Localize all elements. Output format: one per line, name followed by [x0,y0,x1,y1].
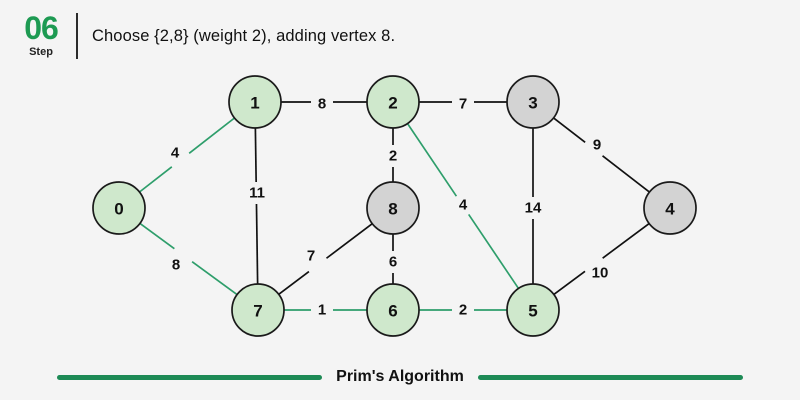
node-label-8: 8 [388,200,397,219]
graph-edge-3-4 [553,117,586,144]
node-label-6: 6 [388,302,397,321]
step-header: 06 Step Choose {2,8} (weight 2), adding … [0,0,800,72]
step-label: Step [29,45,53,58]
footer-rule-right [477,374,743,380]
node-circle-8[interactable] [366,181,420,235]
edge-weight-2-8: 2 [389,148,397,165]
node-label-0: 0 [114,200,123,219]
graph-node-1[interactable]: 1 [228,75,282,129]
graph-node-4[interactable]: 4 [643,181,697,235]
graph-node-3[interactable]: 3 [506,75,560,129]
graph-node-5[interactable]: 5 [506,283,560,337]
edge-weight-3-4: 9 [593,137,601,154]
graph-edge-7-8 [278,270,310,296]
edge-weight-4-5: 10 [592,265,609,282]
node-circle-5[interactable] [506,283,560,337]
edge-weight-7-8: 7 [307,248,315,265]
graph-edge-0-7 [191,260,238,296]
node-circle-4[interactable] [643,181,697,235]
graph-canvas: 4 8 8 11 7 2 4 9 14 10 7 1 6 2 0 1 2 3 4 5 6 7 8 [0,60,800,350]
node-circle-3[interactable] [506,75,560,129]
edge-weight-2-5: 4 [459,197,468,214]
graph-edge-4-5 [602,222,650,259]
graph-svg: 4 8 8 11 7 2 4 9 14 10 7 1 6 2 0 1 2 3 4 5 6 7 8 [92,75,697,337]
node-label-5: 5 [528,302,537,321]
node-circle-2[interactable] [366,75,420,129]
footer-rule-left [57,374,323,380]
node-label-2: 2 [388,94,397,113]
graph-edge-7-8 [325,222,373,259]
graph-edge-3-4 [602,155,650,193]
edge-weight-7-6: 1 [318,302,326,319]
edge-weight-6-5: 2 [459,302,467,319]
node-circle-0[interactable] [92,181,146,235]
edge-weights-layer: 4 8 8 11 7 2 4 9 14 10 7 1 6 2 [171,96,609,319]
graph-edge-2-5 [467,213,520,289]
graph-edge-2-5 [406,123,458,197]
graph-node-7[interactable]: 7 [231,283,285,337]
graph-node-2[interactable]: 2 [366,75,420,129]
node-label-1: 1 [250,94,259,113]
edge-weight-1-7: 11 [249,185,265,202]
node-label-7: 7 [253,302,262,321]
graph-edge-0-1 [188,117,236,154]
node-circle-7[interactable] [231,283,285,337]
edge-weight-3-5: 14 [525,200,542,217]
graph-node-6[interactable]: 6 [366,283,420,337]
edge-weight-0-1: 4 [171,145,180,162]
node-label-3: 3 [528,94,537,113]
graph-edge-1-7 [255,203,259,285]
edge-weight-0-7: 8 [172,257,180,274]
footer-title: Prim's Algorithm [336,368,464,385]
graph-node-0[interactable]: 0 [92,181,146,235]
graph-edge-0-7 [139,222,175,250]
header-divider [76,13,78,59]
edges-layer [138,101,650,311]
graph-edge-4-5 [553,270,586,296]
graph-edge-0-1 [138,166,173,193]
nodes-layer: 0 1 2 3 4 5 6 7 8 [92,75,697,337]
footer: Prim's Algorithm [0,368,800,386]
step-description: Choose {2,8} (weight 2), adding vertex 8… [92,26,396,45]
edge-weight-2-3: 7 [459,96,467,113]
node-circle-1[interactable] [228,75,282,129]
edge-weight-8-6: 6 [389,254,397,271]
graph-edge-1-7 [254,127,258,183]
step-number: 06 [24,9,59,46]
edge-weight-1-2: 8 [318,96,326,113]
node-label-4: 4 [665,200,675,219]
step-indicator: 06 Step [0,12,72,60]
graph-node-8[interactable]: 8 [366,181,420,235]
node-circle-6[interactable] [366,283,420,337]
